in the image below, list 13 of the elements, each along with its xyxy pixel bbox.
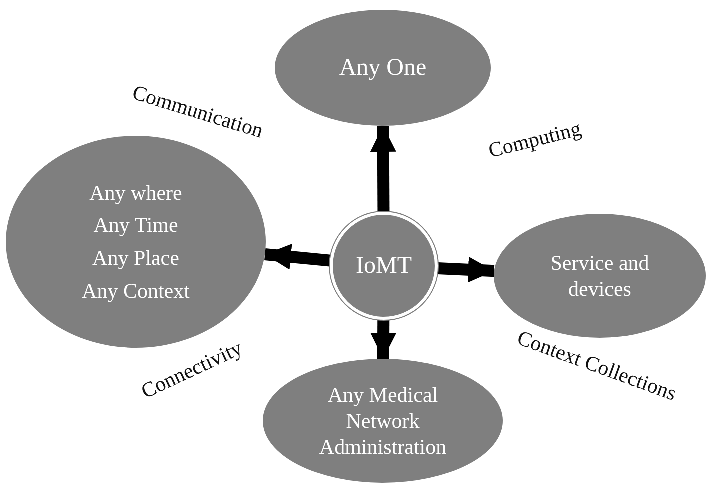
block-arrow [370,126,396,212]
category-label: Computing [486,116,584,164]
node-text: Any Context [81,278,191,305]
node-text: Any One [338,54,428,83]
block-arrow [370,320,397,360]
node-text: Any Place [92,245,180,272]
node-text: Any Time [92,212,180,240]
node-text: Any where [88,180,184,207]
block-arrow [438,256,495,283]
block-arrow [264,244,331,270]
node-text: Any Medical Network Administration [318,382,448,460]
node-text: IoMT [356,252,412,281]
node-text: Service and devices [550,250,650,302]
